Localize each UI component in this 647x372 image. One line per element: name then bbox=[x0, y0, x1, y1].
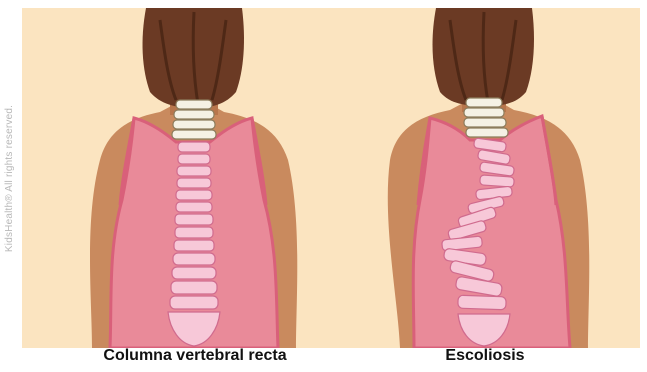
right-cervical-vertebrae bbox=[464, 98, 508, 137]
copyright-text: KidsHealth® All rights reserved. bbox=[5, 104, 16, 251]
back-illustration-panel bbox=[22, 8, 640, 348]
caption-scoliosis: Escoliosis bbox=[370, 347, 600, 369]
left-cervical-vertebrae bbox=[172, 100, 216, 139]
copyright-notice: KidsHealth® All rights reserved. bbox=[0, 8, 20, 348]
caption-straight-spine: Columna vertebral recta bbox=[55, 347, 335, 369]
